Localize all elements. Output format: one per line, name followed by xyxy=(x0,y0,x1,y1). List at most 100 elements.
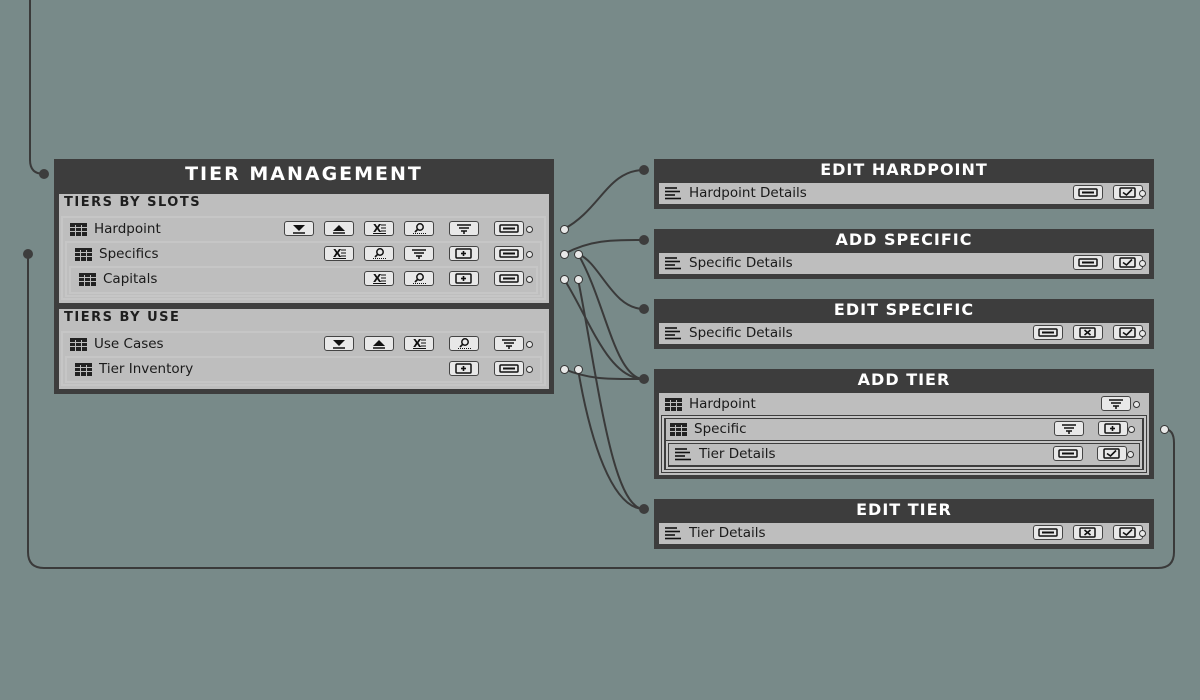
output-port[interactable] xyxy=(526,341,533,348)
sort-down-button[interactable] xyxy=(324,336,354,351)
sort-down-button[interactable] xyxy=(284,221,314,236)
form-row-specific-details[interactable]: Specific Details xyxy=(659,323,1149,344)
output-port[interactable] xyxy=(1128,426,1135,433)
table-row-use-cases[interactable]: Use Cases X xyxy=(64,334,543,355)
checkbox-button[interactable] xyxy=(1113,255,1143,270)
form-row-specific-details[interactable]: Specific Details xyxy=(659,253,1149,274)
search-icon xyxy=(413,273,426,284)
connector-port[interactable] xyxy=(1160,425,1169,434)
tiers-by-slots-section: TIERS BY SLOTS Hardpoint X Specifics X xyxy=(59,194,549,303)
excel-export-icon: X xyxy=(413,337,426,350)
connector-dot xyxy=(639,165,649,175)
text-field-button[interactable] xyxy=(494,246,524,261)
excel-export-button[interactable]: X xyxy=(324,246,354,261)
connector-dot xyxy=(23,249,33,259)
checkbox-button[interactable] xyxy=(1097,446,1127,461)
text-field-icon xyxy=(1078,258,1098,267)
table-row-specifics[interactable]: Specifics X xyxy=(69,244,538,265)
row-label: Specific Details xyxy=(689,255,793,271)
output-port[interactable] xyxy=(526,226,533,233)
search-button[interactable] xyxy=(364,246,394,261)
row-label: Capitals xyxy=(103,271,158,287)
output-port[interactable] xyxy=(526,251,533,258)
connector-port[interactable] xyxy=(574,365,583,374)
row-label: Hardpoint xyxy=(94,221,161,237)
add-button[interactable] xyxy=(449,246,479,261)
section-title: TIERS BY USE xyxy=(64,310,181,325)
checkbox-button[interactable] xyxy=(1113,185,1143,200)
edit-tier-window: EDIT TIER Tier Details xyxy=(654,499,1154,549)
form-row-tier-details[interactable]: Tier Details xyxy=(669,444,1139,465)
checkbox-icon xyxy=(1119,187,1136,198)
excel-export-icon: X xyxy=(373,222,386,235)
svg-text:X: X xyxy=(333,247,342,260)
output-port[interactable] xyxy=(526,366,533,373)
output-port[interactable] xyxy=(1139,260,1146,267)
table-row-capitals[interactable]: Capitals X xyxy=(73,269,534,290)
form-row-hardpoint-details[interactable]: Hardpoint Details xyxy=(659,183,1149,204)
edit-hardpoint-window: EDIT HARDPOINT Hardpoint Details xyxy=(654,159,1154,209)
sort-up-button[interactable] xyxy=(364,336,394,351)
add-specific-window: ADD SPECIFIC Specific Details xyxy=(654,229,1154,279)
wire-specifics-to-add-tier xyxy=(577,253,645,380)
search-button[interactable] xyxy=(404,271,434,286)
row-label: Hardpoint xyxy=(689,396,756,412)
table-row-hardpoint[interactable]: Hardpoint xyxy=(661,394,1147,415)
table-row-tier-inventory[interactable]: Tier Inventory xyxy=(69,359,538,380)
filter-button[interactable] xyxy=(449,221,479,236)
connector-port[interactable] xyxy=(560,275,569,284)
text-field-button[interactable] xyxy=(1053,446,1083,461)
text-field-button[interactable] xyxy=(1033,325,1063,340)
row-label: Hardpoint Details xyxy=(689,185,807,201)
text-field-button[interactable] xyxy=(494,361,524,376)
text-field-button[interactable] xyxy=(1073,255,1103,270)
connector-port[interactable] xyxy=(560,250,569,259)
connector-port[interactable] xyxy=(560,225,569,234)
checkbox-icon xyxy=(1119,327,1136,338)
text-field-button[interactable] xyxy=(494,221,524,236)
output-port[interactable] xyxy=(1139,330,1146,337)
output-port[interactable] xyxy=(1133,401,1140,408)
tier-details-frame xyxy=(666,441,1142,469)
filter-button[interactable] xyxy=(1101,396,1131,411)
search-button[interactable] xyxy=(449,336,479,351)
add-button[interactable] xyxy=(449,271,479,286)
filter-button[interactable] xyxy=(404,246,434,261)
table-row-hardpoint[interactable]: Hardpoint X xyxy=(64,219,543,240)
table-icon xyxy=(665,398,682,411)
text-field-icon xyxy=(1078,188,1098,197)
add-button[interactable] xyxy=(1098,421,1128,436)
slots-frame xyxy=(61,216,546,300)
checkbox-button[interactable] xyxy=(1113,525,1143,540)
text-field-button[interactable] xyxy=(1073,185,1103,200)
output-port[interactable] xyxy=(1139,530,1146,537)
add-button[interactable] xyxy=(449,361,479,376)
form-icon xyxy=(665,257,681,270)
wire-capitals-to-edit-tier xyxy=(577,278,645,510)
text-field-button[interactable] xyxy=(494,271,524,286)
text-field-icon xyxy=(1038,328,1058,337)
connector-port[interactable] xyxy=(574,250,583,259)
table-row-specific[interactable]: Specific xyxy=(666,419,1142,440)
excel-export-button[interactable]: X xyxy=(404,336,434,351)
window-title: ADD SPECIFIC xyxy=(835,230,973,249)
table-icon xyxy=(79,273,96,286)
excel-export-button[interactable]: X xyxy=(364,221,394,236)
filter-button[interactable] xyxy=(494,336,524,351)
output-port[interactable] xyxy=(1127,451,1134,458)
connector-port[interactable] xyxy=(574,275,583,284)
sort-up-button[interactable] xyxy=(324,221,354,236)
text-field-button[interactable] xyxy=(1033,525,1063,540)
connector-dot xyxy=(39,169,49,179)
excel-export-button[interactable]: X xyxy=(364,271,394,286)
output-port[interactable] xyxy=(526,276,533,283)
filter-button[interactable] xyxy=(1054,421,1084,436)
output-port[interactable] xyxy=(1139,190,1146,197)
specifics-frame xyxy=(65,241,542,297)
close-box-button[interactable] xyxy=(1073,325,1103,340)
connector-port[interactable] xyxy=(560,365,569,374)
section-title: TIERS BY SLOTS xyxy=(64,195,202,210)
form-row-tier-details[interactable]: Tier Details xyxy=(659,523,1149,544)
search-button[interactable] xyxy=(404,221,434,236)
close-box-button[interactable] xyxy=(1073,525,1103,540)
